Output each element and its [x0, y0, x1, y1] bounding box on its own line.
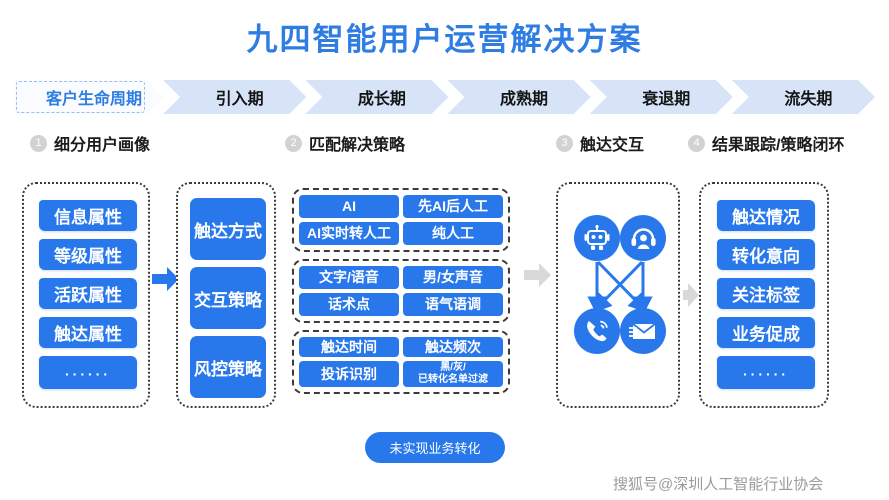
- section-number-badge: 4: [688, 134, 705, 152]
- page-title: 九四智能用户运营解决方案: [246, 22, 643, 57]
- tracking-more[interactable]: ······: [717, 356, 815, 389]
- substrategy-group-interaction: 文字/语音 男/女声音 话术点 语气语调: [292, 259, 510, 323]
- section-header-4: 4 结果跟踪/策略闭环: [688, 131, 844, 155]
- dashed-outline: [16, 81, 145, 113]
- interaction-arrow-network: [587, 260, 653, 316]
- section-number-badge: 1: [30, 134, 47, 152]
- section-number-badge: 2: [285, 134, 302, 152]
- tracking-conversion-intent[interactable]: 转化意向: [717, 239, 815, 270]
- section-header-3: 3 触达交互: [556, 131, 644, 155]
- section-label: 结果跟踪/策略闭环: [712, 137, 845, 154]
- substrategy-complaint-detection[interactable]: 投诉识别: [299, 360, 399, 387]
- ringing-phone-icon: [587, 320, 608, 342]
- substrategy-reach-frequency[interactable]: 触达频次: [403, 337, 503, 357]
- section-number-badge: 3: [556, 134, 573, 152]
- substrategy-reach-time[interactable]: 触达时间: [299, 337, 399, 357]
- channel-node-message[interactable]: [620, 308, 666, 354]
- substrategy-group-risk-control: 触达时间 触达频次 投诉识别 黑/灰/ 已转化名单过滤: [292, 330, 510, 394]
- channel-node-human-agent[interactable]: [620, 215, 666, 261]
- substrategy-pure-human[interactable]: 纯人工: [403, 222, 503, 245]
- substrategy-blacklist-filter[interactable]: 黑/灰/ 已转化名单过滤: [403, 360, 503, 387]
- strategy-risk-control[interactable]: 风控策略: [190, 336, 266, 398]
- robot-icon: [584, 225, 610, 250]
- substrategy-ai[interactable]: AI: [299, 195, 399, 218]
- section-header-2: 2 匹配解决策略: [285, 131, 405, 155]
- customer-lifecycle-ribbon: 客户生命周期 引入期 成长期 成熟期 衰退期 流失期: [14, 80, 874, 114]
- substrategy-script-point[interactable]: 话术点: [299, 293, 399, 316]
- tracking-business-promotion[interactable]: 业务促成: [717, 317, 815, 348]
- strategy-interaction[interactable]: 交互策略: [190, 267, 266, 329]
- feedback-loop-label[interactable]: 未实现业务转化: [365, 432, 505, 463]
- substrategy-group-reach-method: AI 先AI后人工 AI实时转人工 纯人工: [292, 188, 510, 252]
- section-label: 匹配解决策略: [309, 137, 406, 154]
- ribbon-stage-growth[interactable]: 成长期: [305, 80, 448, 114]
- attribute-activity[interactable]: 活跃属性: [39, 278, 137, 309]
- tracking-reach-status[interactable]: 触达情况: [717, 200, 815, 231]
- headset-agent-icon: [631, 227, 656, 249]
- arrow-gray-interaction-to-tracking: [683, 282, 700, 308]
- envelope-icon: [629, 323, 656, 339]
- attribute-info[interactable]: 信息属性: [39, 200, 137, 231]
- strategy-reach-method[interactable]: 触达方式: [190, 198, 266, 260]
- panel-strategy-categories: 触达方式 交互策略 风控策略: [176, 182, 276, 408]
- section-header-1: 1 细分用户画像: [30, 131, 150, 155]
- ribbon-stage-churn[interactable]: 流失期: [732, 80, 875, 114]
- section-label: 细分用户画像: [54, 137, 151, 154]
- attribute-level[interactable]: 等级属性: [39, 239, 137, 270]
- ribbon-stage-maturity[interactable]: 成熟期: [447, 80, 590, 114]
- substrategy-tone[interactable]: 语气语调: [403, 293, 503, 316]
- panel-interaction-channels: [556, 182, 680, 408]
- substrategy-voice-gender[interactable]: 男/女声音: [403, 266, 503, 289]
- substrategy-ai-then-human[interactable]: 先AI后人工: [403, 195, 503, 218]
- substrategy-ai-realtime-transfer[interactable]: AI实时转人工: [299, 222, 399, 245]
- substrategy-text-voice[interactable]: 文字/语音: [299, 266, 399, 289]
- tracking-interest-tag[interactable]: 关注标签: [717, 278, 815, 309]
- arrow-gray-strategy-to-interaction: [524, 262, 552, 288]
- channel-node-phone-call[interactable]: [574, 308, 620, 354]
- watermark: 搜狐号@深圳人工智能行业协会: [613, 476, 824, 493]
- arrow-blue-profile-to-strategy: [152, 266, 180, 292]
- attribute-reach[interactable]: 触达属性: [39, 317, 137, 348]
- ribbon-stage-introduction[interactable]: 引入期: [163, 80, 306, 114]
- ribbon-label-customer-lifecycle: 客户生命周期: [14, 80, 164, 114]
- panel-user-profile: 信息属性 等级属性 活跃属性 触达属性 ······: [22, 182, 150, 408]
- channel-node-robot[interactable]: [574, 215, 620, 261]
- section-label: 触达交互: [580, 137, 645, 154]
- panel-result-tracking: 触达情况 转化意向 关注标签 业务促成 ······: [699, 182, 829, 408]
- ribbon-stage-decline[interactable]: 衰退期: [590, 80, 733, 114]
- attribute-more[interactable]: ······: [39, 356, 137, 389]
